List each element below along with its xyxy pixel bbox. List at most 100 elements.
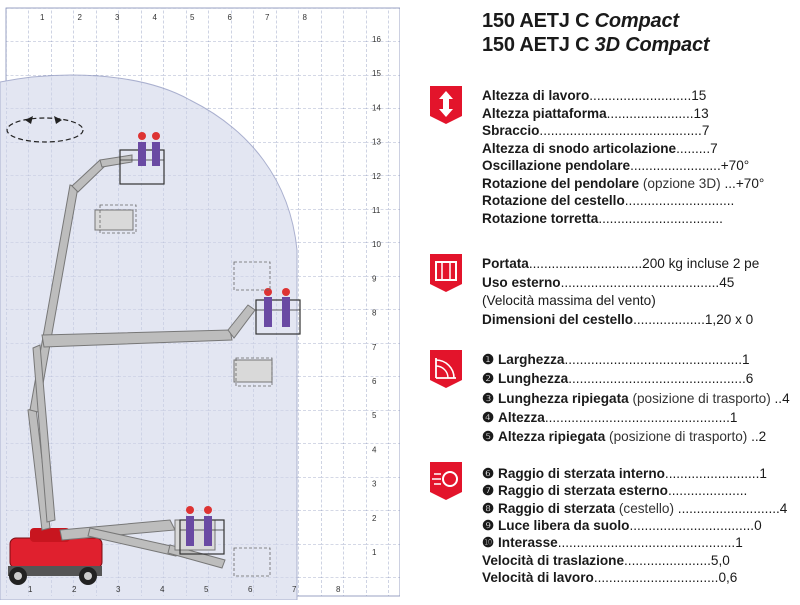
spec-number: ❸ [482,390,495,406]
spec-value: 7 [710,140,718,156]
spec-row-capacity: Uso esterno.............................… [482,275,734,291]
y-tick-label: 2 [372,514,377,523]
title-compact: 150 AETJ C Compact [482,10,679,33]
bottom-tick-label: 7 [292,585,297,594]
bottom-tick-label: 6 [248,585,253,594]
y-tick-label: 6 [372,377,377,386]
spec-label: Altezza ripiegata [498,429,606,445]
spec-label: Uso esterno [482,274,561,290]
y-tick-label: 5 [372,411,377,420]
bottom-tick-label: 5 [204,585,209,594]
spec-value: 0 [754,517,762,533]
spec-value: +70° [720,158,750,173]
spec-number: ❻ [482,466,495,481]
spec-label: Velocità di lavoro [482,569,594,585]
y-tick-label: 14 [372,103,381,112]
spec-label: Rotazione del cestello [482,193,625,208]
spec-value: 7 [701,123,710,138]
spec-number: ❼ [482,483,495,499]
spec-label: Interasse [498,535,558,551]
y-tick-label: 7 [372,343,377,352]
spec-row-dimensions: Rotazione del cestello..................… [482,193,734,209]
y-tick-label: 12 [372,172,381,181]
spec-label: Sbraccio [482,123,540,138]
spec-row-capacity: Dimensioni del cestello.................… [482,312,753,328]
y-tick-label: 3 [372,480,377,489]
spec-label: Portata [482,256,529,271]
spec-label: Raggio di sterzata interno [498,466,665,481]
y-tick-label: 1 [372,548,377,557]
x-tick-label: 8 [303,13,308,22]
spec-value: 2 [758,429,767,445]
spec-label: Velocità di traslazione [482,552,625,568]
basket-high [119,132,165,185]
spec-row-dimensions: Rotazione del pendolare (opzione 3D) ...… [482,176,764,192]
spec-value: 1 [729,409,738,425]
y-tick-label: 8 [372,309,377,318]
spec-number: ❿ [482,535,495,551]
title-3d-compact: 150 AETJ C 3D Compact [482,34,710,57]
spec-value: 13 [693,105,709,121]
spec-value: 1 [742,352,750,367]
basket-ghost-mid-lower [235,357,273,387]
spec-leader: ........................................… [568,371,746,387]
x-tick-label: 4 [153,13,158,22]
spec-value: 200 kg incluse 2 pe [642,256,760,271]
title-variant: Compact [594,10,679,32]
spec-row-drive: Velocità di lavoro......................… [482,570,737,586]
y-tick-label: 16 [372,35,381,44]
spec-label: Altezza piattaforma [482,105,607,121]
spec-note: (Velocità massima del vento) [482,293,656,308]
spec-label: Altezza [498,409,545,425]
spec-value: 45 [719,274,735,290]
spec-leader: ....................... [624,552,711,568]
spec-label: Altezza di lavoro [482,88,590,103]
y-tick-label: 15 [372,69,381,78]
spec-row-dimensions: Rotazione torretta......................… [482,211,723,227]
spec-label: Raggio di sterzata [498,500,616,516]
x-tick-label: 1 [40,13,45,22]
spec-value: +70° [735,175,765,191]
basket-ghost-low [233,547,271,577]
boom-raised-high [27,154,134,531]
spec-leader: ........................................… [557,535,736,551]
y-tick-label: 13 [372,138,381,147]
title-model: 150 AETJ C [482,10,590,32]
bottom-tick-label: 1 [28,585,33,594]
spec-extra: (cestello) [615,500,678,516]
spec-leader: .............................. [528,256,643,271]
spec-number: ❹ [482,409,495,425]
spec-row-capacity: (Velocità massima del vento) [482,293,656,309]
y-tick-label: 9 [372,274,377,283]
spec-row-dimensions: Altezza di lavoro.......................… [482,88,706,104]
x-tick-label: 3 [115,13,120,22]
grid-overlay [6,8,400,596]
spec-leader: ........................................… [544,409,730,425]
spec-leader: ........................... [589,88,692,103]
spec-label: Lunghezza ripiegata [498,390,629,406]
spec-row-dimensions: Sbraccio................................… [482,123,709,139]
spec-leader: ......................... [664,466,760,481]
x-tick-label: 2 [78,13,83,22]
basket-icon [430,254,462,292]
spec-extra: (posizione di trasporto) [605,429,752,445]
spec-leader: ........................ [630,158,721,173]
basket-ghost-mid-upper [233,261,271,291]
spec-label: Luce libera da suolo [498,517,630,533]
basket-ghost-high [99,204,137,234]
bottom-tick-label: 2 [72,585,77,594]
basket-low [179,506,225,555]
spec-value: 1,20 x 0 [704,311,754,327]
spec-label: Lunghezza [498,371,569,387]
y-tick-label: 4 [372,445,377,454]
